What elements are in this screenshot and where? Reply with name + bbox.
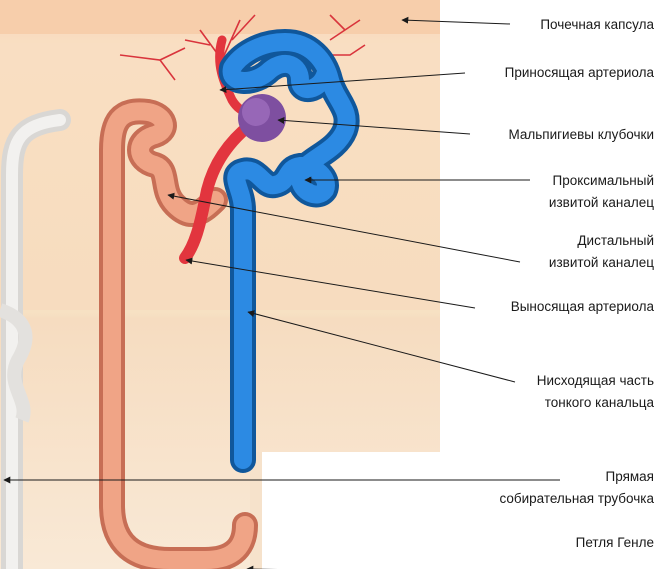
label-loop-of-henle: Петля Генле <box>576 532 654 554</box>
label-descending-limb: Нисходящая часть тонкого канальца <box>537 370 654 414</box>
label-glomerulus: Мальпигиевы клубочки <box>508 124 654 146</box>
label-afferent-arteriole: Приносящая артериола <box>505 62 654 84</box>
renal-capsule-band <box>0 0 440 34</box>
label-renal-capsule: Почечная капсула <box>540 14 654 36</box>
label-efferent-arteriole: Выносящая артериола <box>511 296 654 318</box>
label-collecting-duct: Прямая собирательная трубочка <box>499 466 654 510</box>
label-distal-tubule: Дистальный извитой каналец <box>549 230 654 274</box>
label-proximal-tubule: Проксимальный извитой каналец <box>549 170 654 214</box>
